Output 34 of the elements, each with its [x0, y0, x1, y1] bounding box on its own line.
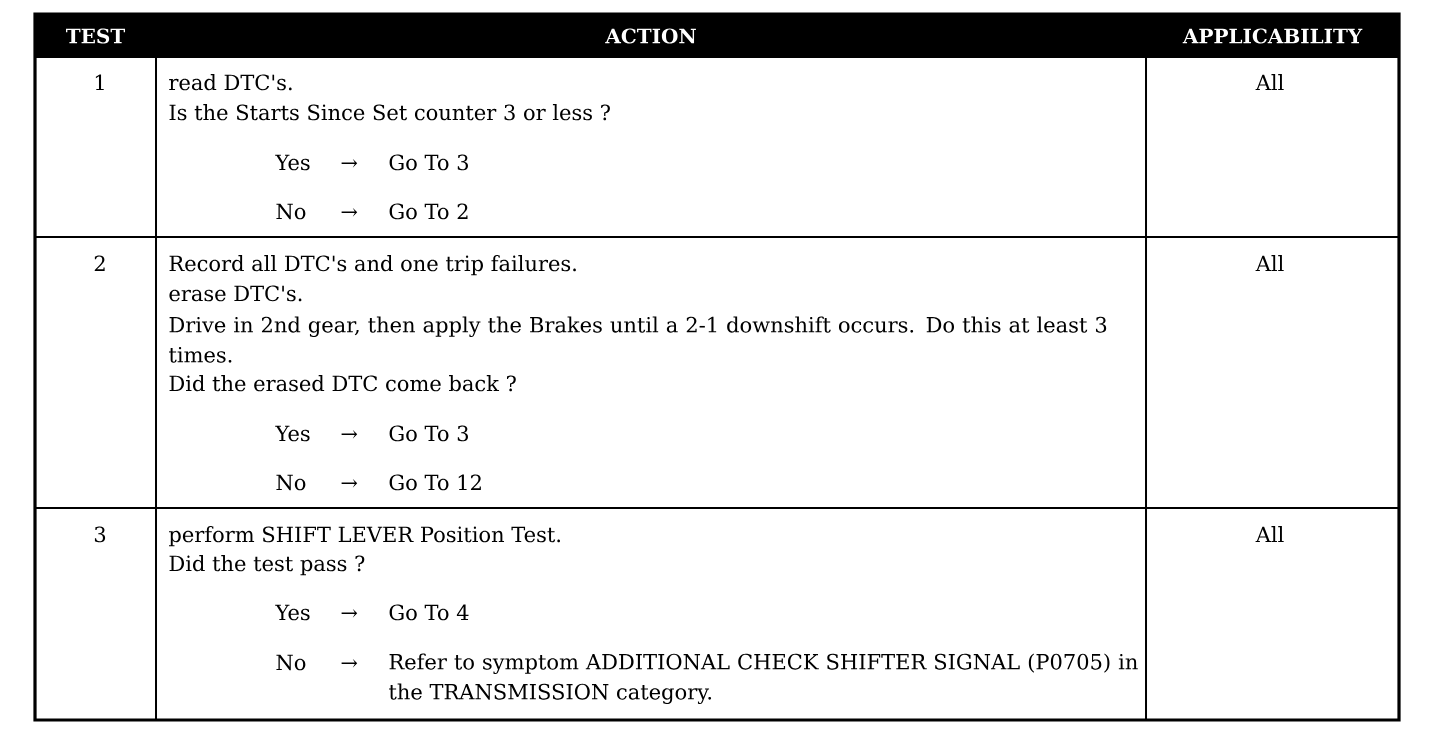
arrow-glyph: →	[341, 207, 358, 217]
cell-text: 3	[94, 526, 106, 543]
arrow-glyph: →	[341, 608, 358, 618]
header-cell: TEST	[35, 14, 156, 58]
cell-text: No	[276, 654, 306, 671]
cell-text: Is the Starts Since Set counter 3 or less ?	[169, 104, 610, 121]
cell-text: Go To 4	[389, 604, 469, 621]
arrow-glyph: →	[341, 658, 358, 668]
cell-text: All	[1255, 526, 1284, 542]
cell-text: perform SHIFT LEVER Position Test.	[169, 526, 560, 547]
cell-text: Go To 12	[389, 474, 481, 491]
cell-text: Go To 2	[389, 203, 468, 220]
cell-text: read DTC's.	[169, 74, 292, 91]
cell-text: Yes	[275, 425, 310, 442]
arrow-glyph: →	[341, 158, 358, 168]
cell-text: Refer to symptom ADDITIONAL CHECK SHIFTER SIGNAL (P0705) in the TRANSMISSION category.	[389, 653, 1138, 705]
cell-text: Record all DTC's and one trip failures.	[169, 255, 576, 276]
cell-text: Go To 3	[389, 154, 468, 171]
cell-text: All	[1255, 255, 1284, 271]
cell-text: Drive in 2nd gear, then apply the Brakes until a 2-1 downshift occurs. Do this at least 3 times.	[169, 316, 1107, 363]
header-cell: APPLICABILITY	[1146, 14, 1399, 58]
cell-text: 1	[95, 74, 104, 90]
arrow-glyph: →	[341, 478, 358, 488]
cell-text: erase DTC's.	[169, 285, 302, 302]
cell-text: 2	[94, 255, 105, 271]
cell-text: Yes	[275, 154, 310, 171]
cell-text: No	[276, 203, 306, 220]
cell-text: No	[276, 474, 306, 491]
cell-text: All	[1255, 74, 1284, 90]
cell-text: Did the test pass ?	[169, 555, 365, 576]
arrow-glyph: →	[341, 429, 358, 439]
cell-text: Did the erased DTC come back ?	[169, 375, 516, 392]
cell-text: Yes	[275, 604, 310, 621]
cell-text: Go To 3	[389, 425, 468, 442]
